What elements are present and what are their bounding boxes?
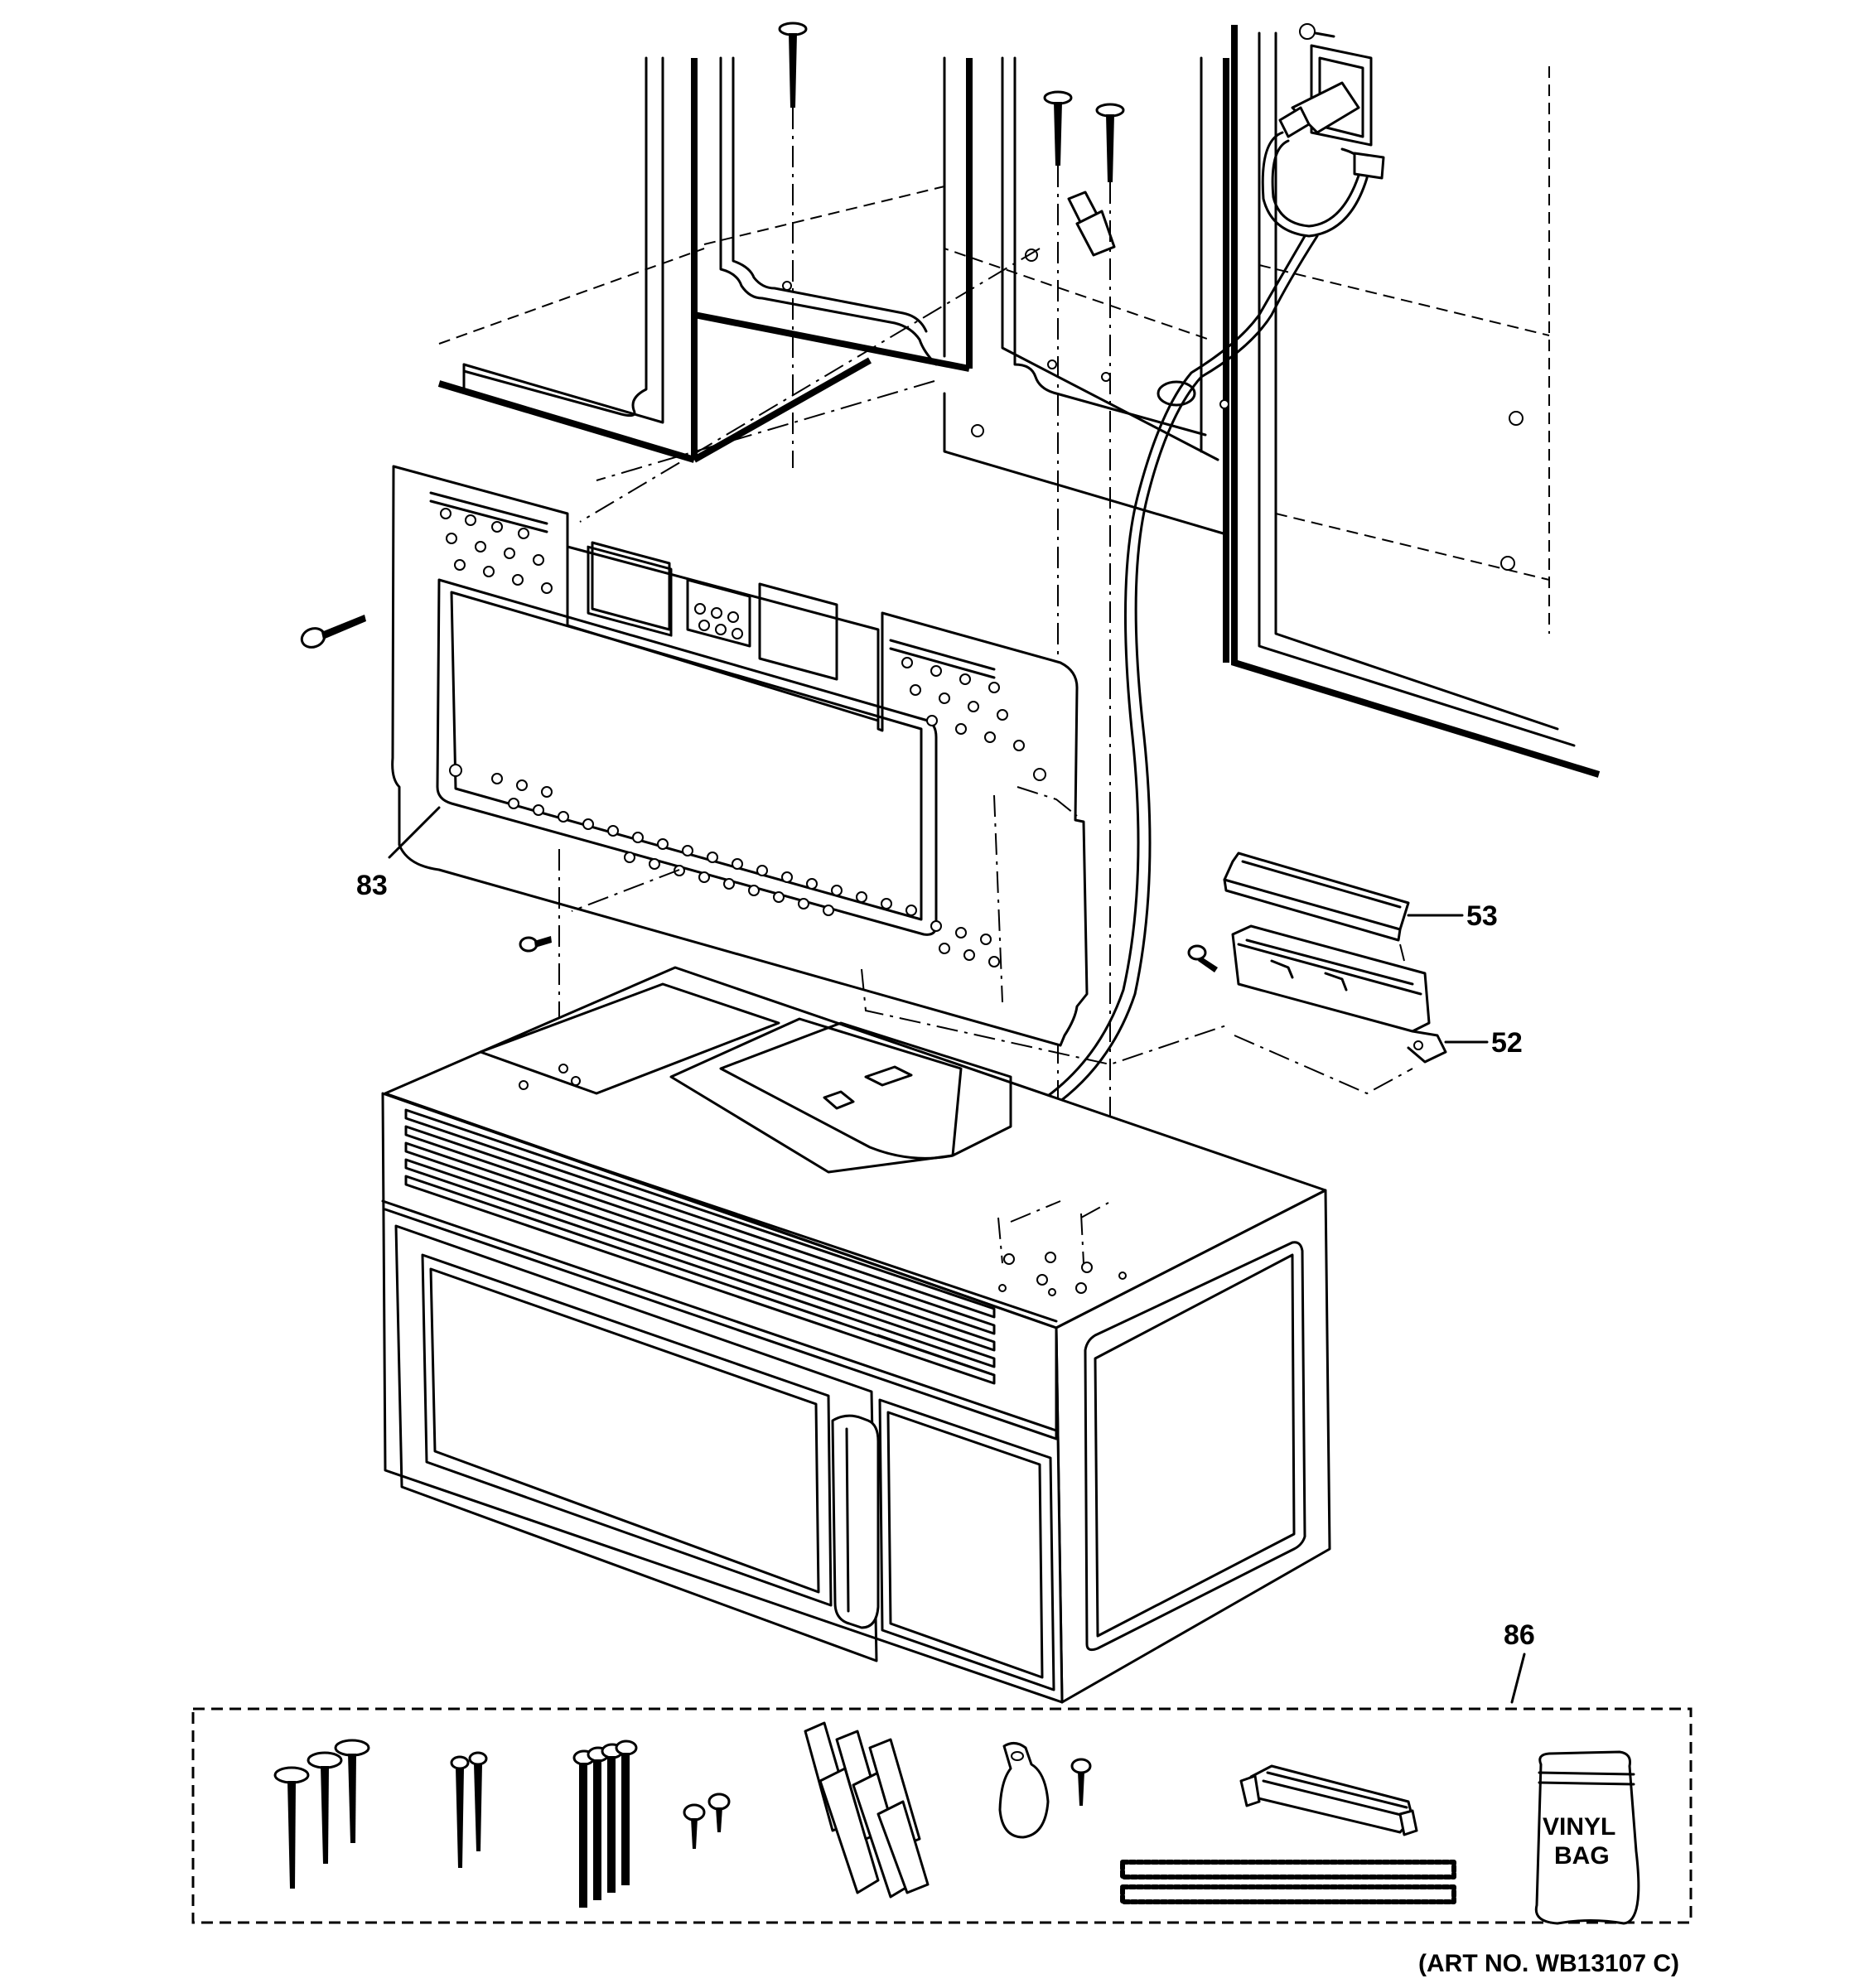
- bolt-icon: [572, 1749, 596, 1908]
- screw-icon: [519, 936, 552, 953]
- kit-bolts: [572, 1740, 638, 1908]
- kit-cord-clamp: [998, 1742, 1092, 1839]
- vinyl-bag-icon: VINYL BAG: [1534, 1750, 1640, 1925]
- power-cord: [951, 131, 1385, 1161]
- screw-icon: [778, 22, 808, 108]
- plate-bottom-holes: [491, 773, 1000, 967]
- bolt-icon: [615, 1740, 638, 1885]
- screw-icon: [707, 1793, 731, 1832]
- screw-icon: [273, 1766, 310, 1889]
- vinyl-bag-label-1: VINYL: [1543, 1813, 1615, 1841]
- screw-icon: [683, 1803, 706, 1849]
- screw-icon: [450, 1755, 470, 1868]
- screw-icon: [1070, 1758, 1092, 1806]
- screw-icon: [1095, 103, 1125, 182]
- kit-toggle-wings: [804, 1721, 930, 1899]
- plate-holes: [440, 508, 1046, 781]
- callout-83: 83: [356, 870, 388, 901]
- bolt-icon: [601, 1743, 624, 1893]
- bolt-icon: [587, 1746, 610, 1900]
- screw-icon: [468, 1751, 488, 1851]
- kit-wood-screws: [273, 1739, 370, 1889]
- screw-icon: [1187, 944, 1218, 972]
- hardware-kit-box: [191, 1707, 1693, 1924]
- screw-icon: [300, 615, 366, 649]
- cover-plate: [1223, 852, 1410, 942]
- callout-86: 86: [1504, 1619, 1535, 1651]
- callout-52: 52: [1491, 1027, 1523, 1059]
- junction-box: [1231, 924, 1447, 1064]
- callout-53: 53: [1466, 900, 1498, 932]
- kit-lag-screws: [450, 1751, 488, 1868]
- kit-terminal-block: [1239, 1764, 1418, 1836]
- kit-small-screws: [683, 1793, 731, 1849]
- screw-icon: [307, 1751, 343, 1864]
- power-outlet: [1278, 23, 1373, 147]
- upper-cabinets: [437, 25, 1601, 778]
- screw-icon: [1043, 90, 1073, 166]
- microwave-oven: [381, 966, 1331, 1704]
- mounting-plate: [391, 465, 1089, 1085]
- vinyl-bag-label-2: BAG: [1554, 1842, 1610, 1870]
- vent-grille: [404, 1108, 996, 1385]
- kit-screw-strips: [1120, 1860, 1456, 1904]
- screw-icon: [334, 1739, 370, 1843]
- art-number: (ART NO. WB13107 C): [1418, 1950, 1679, 1977]
- toggle-bolt-icon: [1067, 191, 1116, 257]
